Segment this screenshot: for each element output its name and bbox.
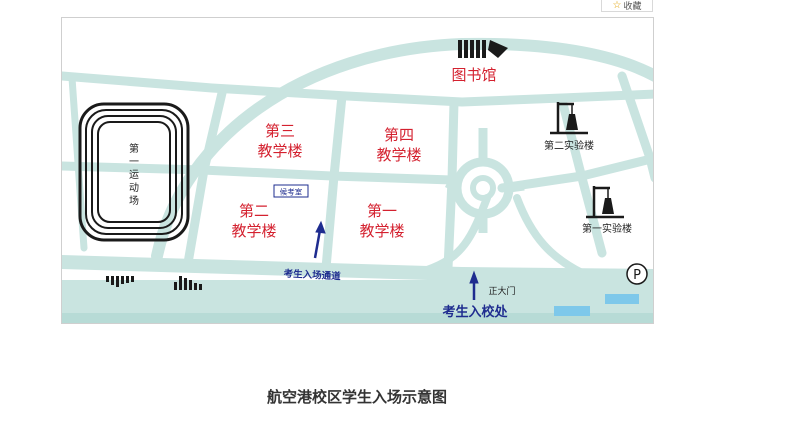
roundabout [444, 128, 525, 233]
campus-map: 第一运动场 图书馆 第三 教学楼 第四 教学楼 第二 教学楼 第一 教学楼 候考… [61, 17, 654, 324]
map-caption: 航空港校区学生入场示意图 [266, 388, 447, 406]
building-4-line2: 教学楼 [376, 146, 421, 164]
building-3-line1: 第三 [265, 122, 295, 140]
building-2-line1: 第二 [239, 202, 269, 220]
parking-icon: P [626, 263, 648, 285]
dormitory-icon [106, 276, 134, 287]
building-3-line2: 教学楼 [257, 142, 302, 160]
water-strip-right [605, 294, 639, 304]
street-edge [62, 313, 653, 323]
library-label: 图书馆 [451, 66, 496, 84]
waiting-room-label: 候考室 [280, 187, 303, 197]
main-gate-label: 正大门 [488, 285, 515, 297]
star-icon: ☆ [612, 0, 622, 11]
dormitory-icon [174, 276, 202, 290]
lab-1-label: 第一实验楼 [582, 222, 632, 235]
favorite-button[interactable]: ☆ 收藏 [601, 0, 653, 12]
playground-track [78, 102, 190, 242]
gate-arrow-icon [469, 270, 479, 300]
favorite-label: 收藏 [623, 2, 642, 12]
road-network [62, 37, 653, 283]
lab-2-label: 第二实验楼 [544, 139, 594, 152]
books-icon [458, 40, 508, 58]
lab-flask-icon [550, 102, 588, 135]
building-1-line2: 教学楼 [359, 222, 404, 240]
lab-flask-icon [586, 186, 624, 219]
building-1-line1: 第一 [367, 202, 397, 220]
student-entrance-label: 考生入校处 [442, 304, 508, 320]
building-2-line2: 教学楼 [231, 222, 276, 240]
building-4-line1: 第四 [384, 126, 414, 144]
playground-label: 第一运动场 [129, 142, 139, 207]
water-strip-left [554, 306, 590, 316]
entry-arrow-icon [313, 220, 326, 259]
entry-channel-label: 考生入场通道 [283, 268, 341, 283]
parking-label: P [633, 268, 641, 283]
waiting-room-box [273, 184, 309, 198]
